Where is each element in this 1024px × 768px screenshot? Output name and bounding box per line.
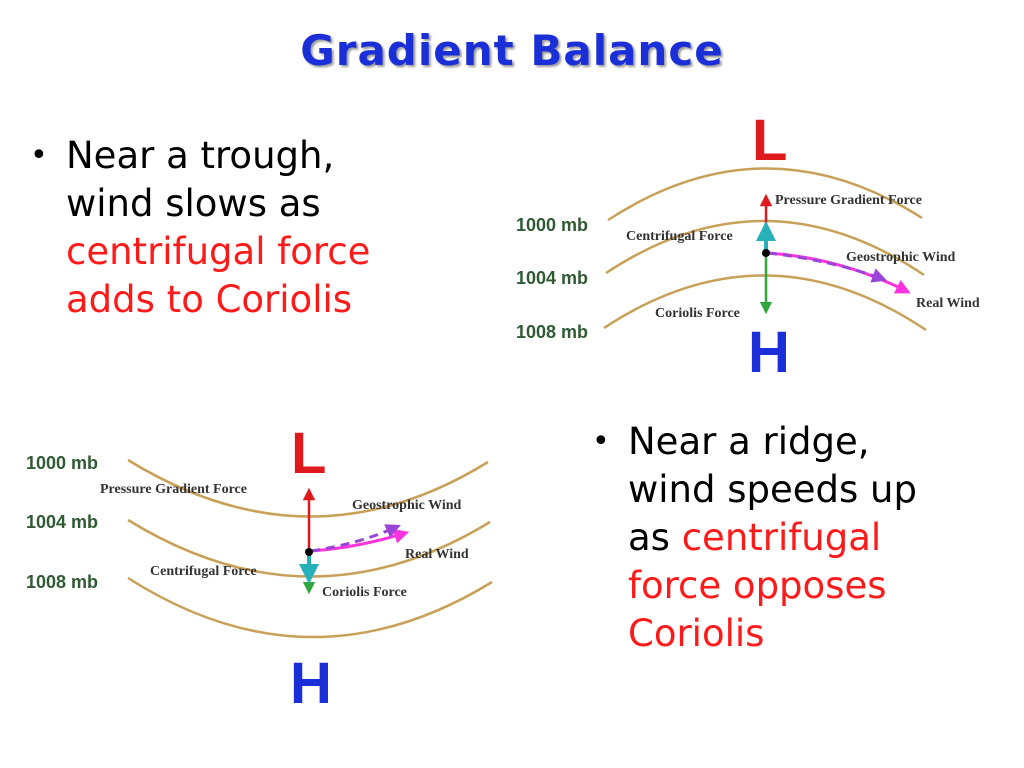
bullet-ridge-line2: wind speeds up xyxy=(628,468,917,511)
ridge-parcel-dot xyxy=(305,548,313,556)
trough-isobar-label: 1008 mb xyxy=(516,322,588,342)
bullet-trough-line1: Near a trough, xyxy=(66,134,335,177)
ridge-isobar-1008 xyxy=(127,576,493,639)
bullet-ridge-highlight3: Coriolis xyxy=(628,612,765,655)
ridge-geostrophic-label: Geostrophic Wind xyxy=(352,498,462,513)
trough-real-wind-label: Real Wind xyxy=(916,296,980,311)
trough-coriolis-label: Coriolis Force xyxy=(655,306,740,321)
trough-isobar-label: 1000 mb xyxy=(516,215,588,235)
ridge-coriolis-label: Coriolis Force xyxy=(322,585,407,600)
ridge-geostrophic-wind-arrow xyxy=(310,524,401,553)
ridge-isobar-label: 1004 mb xyxy=(26,512,98,532)
ridge-isobar-label: 1000 mb xyxy=(26,453,98,473)
bullet-ridge-highlight1: centrifugal xyxy=(681,516,882,559)
bullet-ridge-text: Near a ridge, wind speeds up as centrifu… xyxy=(628,418,992,658)
bullet-ridge-line3-prefix: as xyxy=(628,516,682,559)
trough-parcel-dot xyxy=(762,249,770,257)
bullet-trough: • Near a trough, wind slows as centrifug… xyxy=(30,132,450,324)
bullet-trough-text: Near a trough, wind slows as centrifugal… xyxy=(66,132,450,324)
bullet-trough-line2: wind slows as xyxy=(66,182,321,225)
trough-isobar-1000 xyxy=(607,167,923,222)
bullet-trough-highlight1: centrifugal force xyxy=(66,230,371,273)
ridge-isobar-label: 1008 mb xyxy=(26,572,98,592)
ridge-pgf-label: Pressure Gradient Force xyxy=(100,482,247,497)
bullet-ridge-line1: Near a ridge, xyxy=(628,420,870,463)
ridge-real-wind-label: Real Wind xyxy=(405,547,469,562)
ridge-centrifugal-label: Centrifugal Force xyxy=(150,564,257,579)
trough-low-label: L xyxy=(752,108,787,173)
trough-high-label: H xyxy=(748,320,790,385)
trough-diagram: L H 1000 mb 1004 mb 1008 mb Pressure Gra… xyxy=(516,108,980,385)
slide-title: Gradient Balance xyxy=(300,26,724,75)
bullet-ridge: • Near a ridge, wind speeds up as centri… xyxy=(592,418,992,658)
trough-centrifugal-label: Centrifugal Force xyxy=(626,229,733,244)
bullet-trough-highlight2: adds to Coriolis xyxy=(66,278,353,321)
trough-pgf-label: Pressure Gradient Force xyxy=(775,193,922,208)
bullet-dot: • xyxy=(592,424,610,459)
trough-isobar-label: 1004 mb xyxy=(516,268,588,288)
ridge-high-label: H xyxy=(290,651,332,716)
trough-geostrophic-label: Geostrophic Wind xyxy=(846,250,956,265)
ridge-low-label: L xyxy=(291,421,326,486)
ridge-diagram: L H 1000 mb 1004 mb 1008 mb Pressure Gra… xyxy=(26,421,493,716)
bullet-dot: • xyxy=(30,138,48,173)
bullet-ridge-highlight2: force opposes xyxy=(628,564,887,607)
